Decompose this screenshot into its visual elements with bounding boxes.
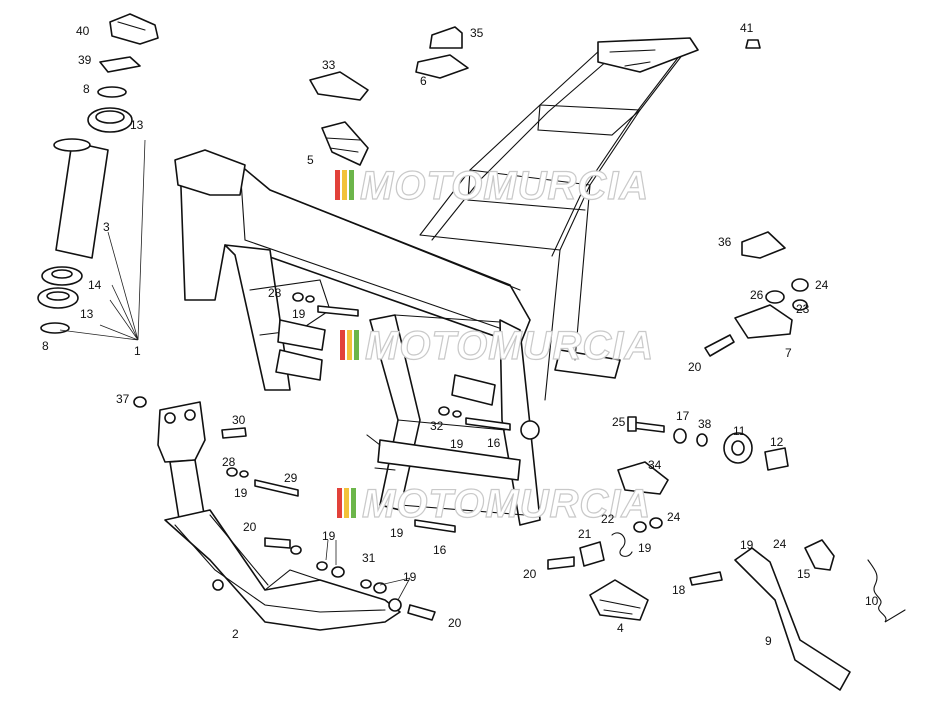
part-label-3: 3 — [103, 220, 110, 234]
part-label-33: 33 — [322, 58, 336, 72]
wm-stripe — [351, 488, 356, 518]
wm-stripe — [354, 330, 359, 360]
part-label-10: 10 — [865, 594, 879, 608]
part-label-41: 41 — [740, 21, 754, 35]
part-label-6: 6 — [420, 74, 427, 88]
part-label-40: 40 — [76, 24, 90, 38]
frame — [174, 37, 699, 526]
part-label-19: 19 — [638, 541, 652, 555]
part-label-7: 7 — [785, 346, 792, 360]
watermark-bottom: MOTOMURCIA — [337, 481, 651, 527]
part-label-37: 37 — [116, 392, 130, 406]
wm-stripe — [340, 330, 345, 360]
part-label-19: 19 — [322, 529, 336, 543]
watermark-text: MOTOMURCIA — [360, 164, 649, 208]
footpegs-hardware — [133, 26, 906, 691]
part-label-19: 19 — [390, 526, 404, 540]
part-label-24: 24 — [667, 510, 681, 524]
part-label-30: 30 — [232, 413, 246, 427]
side-stand — [157, 401, 402, 631]
part-label-20: 20 — [523, 567, 537, 581]
part-label-8: 8 — [42, 339, 49, 353]
part-label-21: 21 — [578, 527, 592, 541]
part-label-39: 39 — [78, 53, 92, 67]
wm-stripe — [349, 170, 354, 200]
wm-stripe — [335, 170, 340, 200]
part-label-32: 32 — [430, 419, 444, 433]
part-label-20: 20 — [688, 360, 702, 374]
part-label-12: 12 — [770, 435, 784, 449]
part-label-25: 25 — [612, 415, 626, 429]
part-label-20: 20 — [243, 520, 257, 534]
part-label-35: 35 — [470, 26, 484, 40]
wm-stripe — [344, 488, 349, 518]
part-label-8: 8 — [83, 82, 90, 96]
part-label-26: 26 — [750, 288, 764, 302]
part-label-34: 34 — [648, 458, 662, 472]
part-label-5: 5 — [307, 153, 314, 167]
steering-stack — [37, 13, 159, 341]
watermark-text: MOTOMURCIA — [362, 482, 651, 526]
wm-stripe — [337, 488, 342, 518]
part-label-19: 19 — [740, 538, 754, 552]
part-label-36: 36 — [718, 235, 732, 249]
part-label-13: 13 — [80, 307, 94, 321]
part-label-28: 28 — [222, 455, 236, 469]
part-label-22: 22 — [601, 512, 615, 526]
part-label-17: 17 — [676, 409, 690, 423]
part-label-23: 23 — [796, 302, 810, 316]
part-label-9: 9 — [765, 634, 772, 648]
part-label-16: 16 — [433, 543, 447, 557]
part-label-28: 28 — [268, 286, 282, 300]
part-label-15: 15 — [797, 567, 811, 581]
part-label-24: 24 — [815, 278, 829, 292]
part-label-38: 38 — [698, 417, 712, 431]
part-label-19: 19 — [234, 486, 248, 500]
part-label-2: 2 — [232, 627, 239, 641]
watermark-text: MOTOMURCIA — [365, 324, 654, 368]
part-label-1: 1 — [134, 344, 141, 358]
part-label-11: 11 — [733, 424, 746, 438]
part-labels: 40 39 8 13 3 14 13 8 1 35 6 33 5 41 36 2… — [42, 21, 879, 648]
wm-stripe — [347, 330, 352, 360]
part-label-20: 20 — [448, 616, 462, 630]
part-label-19: 19 — [403, 570, 417, 584]
watermark-middle: MOTOMURCIA — [340, 323, 654, 369]
part-label-19: 19 — [450, 437, 464, 451]
part-label-13: 13 — [130, 118, 144, 132]
part-label-24: 24 — [773, 537, 787, 551]
wm-stripe — [342, 170, 347, 200]
part-label-18: 18 — [672, 583, 686, 597]
part-label-19: 19 — [292, 307, 306, 321]
part-label-31: 31 — [362, 551, 376, 565]
part-label-4: 4 — [617, 621, 624, 635]
part-label-14: 14 — [88, 278, 102, 292]
watermark-top: MOTOMURCIA — [335, 163, 649, 209]
part-label-16: 16 — [487, 436, 501, 450]
part-label-29: 29 — [284, 471, 298, 485]
